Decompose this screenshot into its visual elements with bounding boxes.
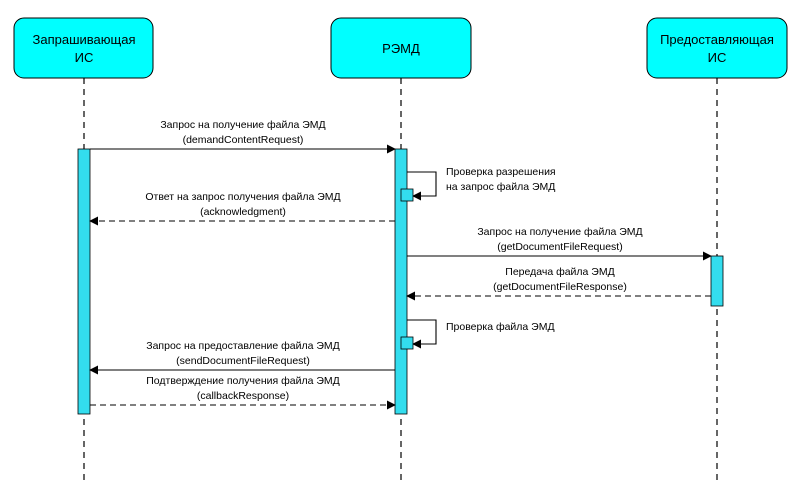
message-3-title: Запрос на получение файла ЭМД: [477, 226, 642, 238]
message-get-document-file-request: Запрос на получение файла ЭМД (getDocume…: [407, 226, 712, 261]
message-2-code: (acknowledgment): [200, 206, 286, 218]
message-5-code: (sendDocumentFileRequest): [176, 355, 310, 367]
message-1-title: Запрос на получение файла ЭМД: [160, 119, 325, 131]
self-check-permission: Проверка разрешения на запрос файла ЭМД: [400, 166, 556, 202]
message-3-code: (getDocumentFileRequest): [497, 241, 622, 253]
actor-requester: Запрашивающая ИС: [13, 17, 154, 79]
activation-requester: [77, 148, 91, 415]
message-4-code: (getDocumentFileResponse): [493, 281, 627, 293]
self-check-file: Проверка файла ЭМД: [400, 319, 555, 350]
message-2-title: Ответ на запрос получения файла ЭМД: [145, 191, 340, 203]
actor-provider-line2: ИС: [708, 50, 727, 65]
message-demand-content-request: Запрос на получение файла ЭМД (demandCon…: [90, 119, 396, 154]
self-check-1-line2: на запрос файла ЭМД: [446, 181, 555, 193]
actor-remd-label: РЭМД: [382, 41, 420, 56]
message-acknowledgment: Ответ на запрос получения файла ЭМД (ack…: [89, 191, 395, 226]
message-callback-response: Подтверждение получения файла ЭМД (callb…: [90, 375, 396, 410]
actor-requester-line2: ИС: [75, 50, 94, 65]
actor-provider: Предоставляющая ИС: [646, 17, 788, 79]
self-check-1-line1: Проверка разрешения: [446, 166, 556, 178]
self-check-2-line1: Проверка файла ЭМД: [446, 321, 555, 333]
actor-requester-line1: Запрашивающая: [33, 32, 136, 47]
message-1-code: (demandContentRequest): [183, 134, 304, 146]
message-6-title: Подтверждение получения файла ЭМД: [146, 375, 340, 387]
message-send-document-file-request: Запрос на предоставление файла ЭМД (send…: [89, 340, 395, 375]
activation-provider: [710, 255, 724, 307]
actor-remd: РЭМД: [330, 17, 472, 79]
message-get-document-file-response: Передача файла ЭМД (getDocumentFileRespo…: [406, 266, 711, 301]
message-6-code: (callbackResponse): [197, 390, 289, 402]
message-5-title: Запрос на предоставление файла ЭМД: [146, 340, 340, 352]
message-4-title: Передача файла ЭМД: [505, 266, 614, 278]
actor-provider-line1: Предоставляющая: [660, 32, 774, 47]
